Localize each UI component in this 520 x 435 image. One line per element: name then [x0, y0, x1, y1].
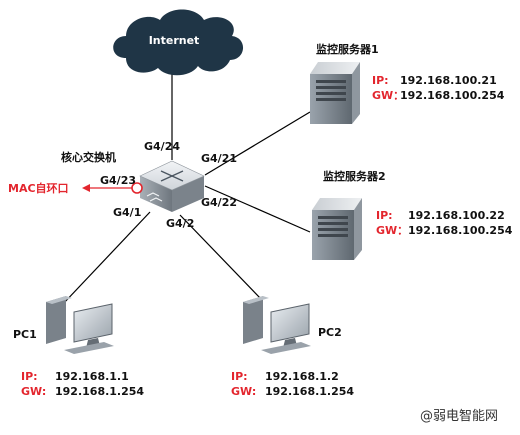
pc-1-ip-key: IP:: [21, 370, 38, 383]
link-switch-server1: [204, 111, 311, 176]
pc-1-gw-key: GW:: [21, 385, 46, 398]
pc-2-name: PC2: [318, 326, 342, 339]
watermark: @弱电智能网: [420, 409, 498, 424]
core-switch-label: 核心交换机: [61, 150, 116, 164]
server-1: 监控服务器1 IP: 192.168.100.21 GW： 192.168.10…: [310, 42, 505, 124]
links: [61, 72, 311, 306]
switch-arrows-icon: [160, 170, 184, 182]
port-g4-2: G4/2: [166, 217, 194, 230]
server-1-ip: 192.168.100.21: [400, 74, 497, 87]
pc-icon: [46, 296, 114, 354]
pc-2-ip-key: IP:: [231, 370, 248, 383]
pc-2-ip: 192.168.1.2: [265, 370, 339, 383]
pc-1-gw: 192.168.1.254: [55, 385, 144, 398]
pc-1-ip: 192.168.1.1: [55, 370, 129, 383]
pc-1: PC1 IP: 192.168.1.1 GW: 192.168.1.254: [13, 296, 144, 398]
mac-loop-arrowhead-icon: [82, 184, 90, 192]
pc-1-name: PC1: [13, 328, 37, 341]
mac-loop-label: MAC自环口: [8, 181, 69, 195]
link-switch-pc1: [61, 211, 151, 306]
server-icon: [310, 62, 360, 124]
server-1-gw: 192.168.100.254: [400, 89, 505, 102]
cloud-label: Internet: [149, 34, 200, 47]
internet-cloud: Internet: [113, 9, 244, 76]
server-1-gw-key: GW：: [372, 89, 404, 102]
server-2: 监控服务器2 IP: 192.168.100.22 GW： 192.168.10…: [312, 169, 513, 260]
core-switch: 核心交换机 G4/24 G4/21 G4/23 G4/22 G4/1 G4/2 …: [8, 140, 237, 230]
switch-side-right: [172, 176, 204, 212]
link-switch-server2: [204, 185, 311, 233]
server-2-gw-key: GW：: [376, 224, 408, 237]
pc-icon: [243, 296, 311, 354]
server-1-name: 监控服务器1: [316, 42, 379, 56]
port-g4-21: G4/21: [201, 152, 237, 165]
port-g4-22: G4/22: [201, 196, 237, 209]
port-g4-24: G4/24: [144, 140, 180, 153]
link-switch-pc2: [179, 214, 263, 301]
server-icon: [312, 198, 362, 260]
port-g4-1: G4/1: [113, 206, 141, 219]
port-g4-23: G4/23: [100, 174, 136, 187]
server-2-gw: 192.168.100.254: [408, 224, 513, 237]
switch-front-icon: [146, 192, 163, 202]
server-2-name: 监控服务器2: [323, 169, 386, 183]
pc-2-gw: 192.168.1.254: [265, 385, 354, 398]
pc-2: PC2 IP: 192.168.1.2 GW: 192.168.1.254: [231, 296, 354, 398]
server-2-ip: 192.168.100.22: [408, 209, 505, 222]
pc-2-gw-key: GW:: [231, 385, 256, 398]
server-1-ip-key: IP:: [372, 74, 389, 87]
server-2-ip-key: IP:: [376, 209, 393, 222]
cloud-icon: [113, 9, 244, 76]
